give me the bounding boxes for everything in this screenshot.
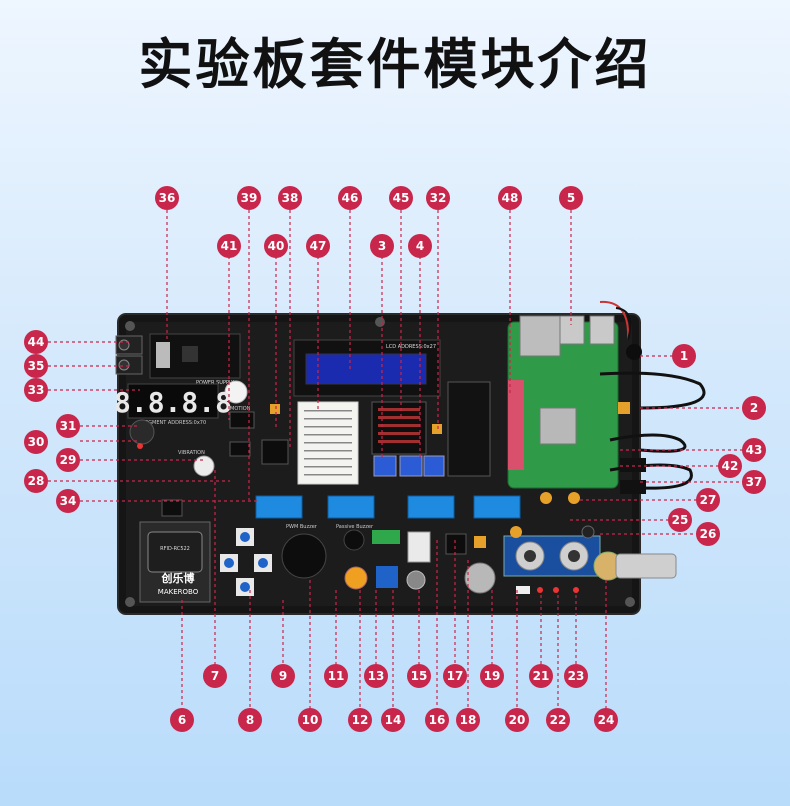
marker-1: 1 (672, 344, 696, 368)
marker-31: 31 (56, 414, 80, 438)
rfid-label: RFID-RC522 (160, 546, 190, 552)
dip-switch-4 (473, 495, 521, 519)
sensor-module-3 (373, 455, 397, 477)
marker-8: 8 (238, 708, 262, 732)
marker-22: 22 (546, 708, 570, 732)
marker-13: 13 (364, 664, 388, 688)
marker-47: 47 (306, 234, 330, 258)
marker-14: 14 (381, 708, 405, 732)
seven-segment-display (127, 383, 219, 419)
dip-switch-2 (327, 495, 375, 519)
page-title: 实验板套件模块介绍 (138, 33, 652, 96)
dht-sensor (407, 531, 431, 563)
marker-20: 20 (505, 708, 529, 732)
breadboard-holes (304, 410, 352, 476)
marker-48: 48 (498, 186, 522, 210)
marker-10: 10 (298, 708, 322, 732)
logo-en: MAKEROBO (158, 588, 199, 596)
pwm-buzzer-label: PWM Buzzer (286, 524, 318, 530)
marker-19: 19 (480, 664, 504, 688)
sensor-15 (406, 570, 426, 590)
marker-27: 27 (696, 488, 720, 512)
dip-switch-1 (255, 495, 303, 519)
power-supply-label: POWER SUPPLY (196, 380, 235, 386)
marker-40: 40 (264, 234, 288, 258)
marker-7: 7 (203, 664, 227, 688)
relay-module (376, 566, 398, 588)
marker-25: 25 (668, 508, 692, 532)
marker-15: 15 (407, 664, 431, 688)
marker-26: 26 (696, 522, 720, 546)
marker-28: 28 (24, 469, 48, 493)
vibration-label: VIBRATION (178, 450, 205, 456)
passive-buzzer (343, 529, 365, 551)
button-cluster (220, 528, 272, 596)
gas-sensor (464, 562, 496, 594)
marker-39: 39 (237, 186, 261, 210)
marker-33: 33 (24, 378, 48, 402)
markers: 36 39 38 46 45 32 48 5 41 40 47 3 4 44 3… (24, 186, 766, 732)
marker-2: 2 (742, 396, 766, 420)
marker-24: 24 (594, 708, 618, 732)
marker-12: 12 (348, 708, 372, 732)
marker-43: 43 (742, 438, 766, 462)
marker-45: 45 (389, 186, 413, 210)
marker-18: 18 (456, 708, 480, 732)
passive-buzzer-label: Passive Buzzer (336, 524, 374, 530)
marker-6: 6 (170, 708, 194, 732)
marker-11: 11 (324, 664, 348, 688)
marker-23: 23 (564, 664, 588, 688)
sensor-module-4 (399, 455, 423, 477)
vibration-sensor (193, 455, 215, 477)
led-matrix-dots (378, 408, 420, 443)
marker-32: 32 (426, 186, 450, 210)
dip-switch-3 (407, 495, 455, 519)
marker-3: 3 (370, 234, 394, 258)
lcd-address-label: LCD ADDRESS:0x27 (386, 344, 436, 350)
marker-16: 16 (425, 708, 449, 732)
logo-cn: 创乐博 (161, 571, 195, 585)
segment-address-label: SEGMENT ADDRESS:0x70 (142, 420, 206, 426)
marker-29: 29 (56, 448, 80, 472)
marker-5: 5 (559, 186, 583, 210)
terminal-block (372, 530, 400, 544)
marker-9: 9 (271, 664, 295, 688)
mounting-screws (125, 317, 635, 607)
marker-34: 34 (56, 489, 80, 513)
lcd-screen (305, 353, 427, 385)
marker-36: 36 (155, 186, 179, 210)
buzzer-white (224, 380, 248, 404)
marker-35: 35 (24, 354, 48, 378)
marker-4: 4 (408, 234, 432, 258)
small-ic-34 (161, 499, 183, 517)
pwm-buzzer (281, 533, 327, 579)
segment-digits: 8.8.8.8 (114, 386, 232, 419)
motion-label: MOTION (230, 406, 251, 412)
marker-42: 42 (718, 454, 742, 478)
marker-46: 46 (338, 186, 362, 210)
potentiometer (344, 566, 368, 590)
marker-41: 41 (217, 234, 241, 258)
marker-37: 37 (742, 470, 766, 494)
touch-sensor (129, 419, 155, 445)
marker-30: 30 (24, 430, 48, 454)
gpio-header-block (447, 381, 491, 477)
marker-21: 21 (529, 664, 553, 688)
marker-38: 38 (278, 186, 302, 210)
marker-17: 17 (443, 664, 467, 688)
gpio-ribbon (508, 380, 524, 470)
marker-44: 44 (24, 330, 48, 354)
